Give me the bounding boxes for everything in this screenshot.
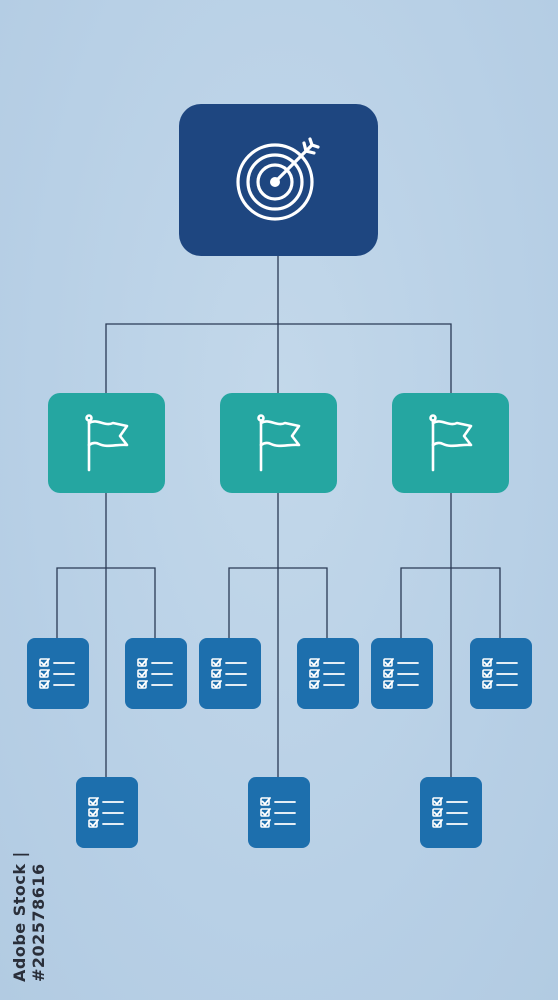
checklist-icon: [137, 657, 173, 689]
task-node-3-1[interactable]: [371, 638, 433, 709]
task-node-2-3[interactable]: [248, 777, 310, 848]
milestone-node-2[interactable]: [220, 393, 337, 493]
flag-icon: [256, 414, 300, 472]
checklist-icon: [260, 796, 296, 828]
milestone-node-3[interactable]: [392, 393, 509, 493]
task-node-3-3[interactable]: [420, 777, 482, 848]
target-arrow-icon: [235, 137, 320, 221]
checklist-icon: [309, 657, 345, 689]
flag-icon: [84, 414, 128, 472]
checklist-icon: [482, 657, 518, 689]
task-node-3-2[interactable]: [470, 638, 532, 709]
task-node-1-1[interactable]: [27, 638, 89, 709]
task-node-2-1[interactable]: [199, 638, 261, 709]
checklist-icon: [432, 796, 468, 828]
checklist-icon: [88, 796, 124, 828]
task-node-1-2[interactable]: [125, 638, 187, 709]
task-node-2-2[interactable]: [297, 638, 359, 709]
flag-icon: [428, 414, 472, 472]
task-node-1-3[interactable]: [76, 777, 138, 848]
checklist-icon: [383, 657, 419, 689]
checklist-icon: [211, 657, 247, 689]
goal-node[interactable]: [179, 104, 378, 256]
milestone-node-1[interactable]: [48, 393, 165, 493]
watermark-text: Adobe Stock | #202578616: [10, 851, 48, 982]
checklist-icon: [39, 657, 75, 689]
